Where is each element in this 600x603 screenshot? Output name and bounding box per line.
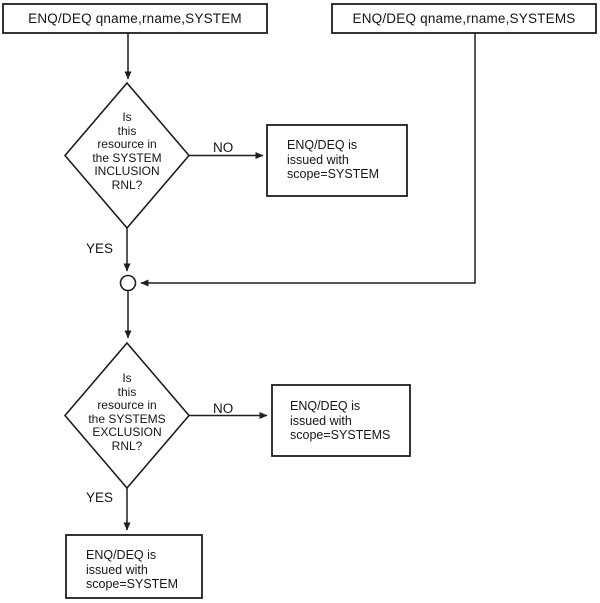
final-result-box — [65, 534, 203, 599]
decision1-yes-label: YES — [86, 241, 114, 256]
decision2-no-label: NO — [213, 401, 234, 416]
decision1-question: Is this resource in the SYSTEM INCLUSION… — [92, 110, 162, 192]
final-result-text: ENQ/DEQ is issued with scope=SYSTEM — [86, 548, 179, 591]
connector-entry-right-to-junction — [140, 33, 476, 287]
decision1-no-label: NO — [213, 140, 234, 155]
decision2-question: Is this resource in the SYSTEMS EXCLUSIO… — [88, 371, 166, 453]
junction-circle — [119, 274, 137, 292]
entry-left-box — [2, 3, 268, 34]
result1-text: ENQ/DEQ is issued with scope=SYSTEM — [287, 138, 380, 181]
decision2-yes-label: YES — [86, 490, 114, 505]
result2-box — [271, 384, 411, 457]
entry-right-box — [331, 3, 597, 34]
result2-text: ENQ/DEQ is issued with scope=SYSTEMS — [290, 399, 391, 442]
entry-right-label: ENQ/DEQ qname,rname,SYSTEMS — [352, 11, 576, 26]
result1-box — [266, 124, 408, 197]
entry-left-label: ENQ/DEQ qname,rname,SYSTEM — [28, 11, 242, 26]
